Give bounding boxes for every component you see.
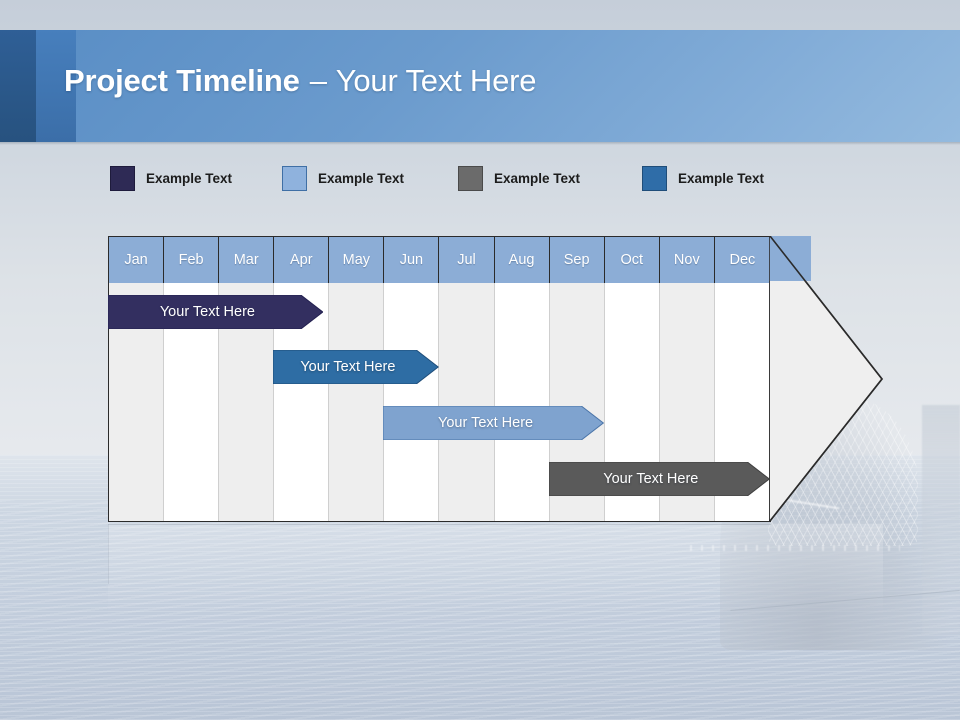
timeline-bar-shape-2 — [273, 350, 439, 384]
month-header-aug[interactable]: Aug — [494, 237, 550, 283]
legend-label-4: Example Text — [678, 171, 765, 186]
month-header-dec[interactable]: Dec — [714, 237, 770, 283]
month-header-mar[interactable]: Mar — [219, 237, 275, 283]
timeline-bar-shape-4 — [548, 462, 769, 496]
background-tower — [922, 405, 960, 635]
header-drop-shadow — [0, 142, 960, 145]
month-header-jan[interactable]: Jan — [109, 237, 165, 283]
month-header-oct[interactable]: Oct — [604, 237, 660, 283]
timeline-bar-shape-3 — [383, 406, 604, 440]
legend-swatch-2 — [282, 166, 307, 191]
timeline-bar-label-1: Your Text Here — [159, 304, 255, 320]
header-banner — [76, 30, 960, 142]
header-accent-stripe-dark — [0, 30, 36, 142]
timeline-bar-4[interactable]: Your Text Here — [548, 462, 769, 496]
month-header-jul[interactable]: Jul — [439, 237, 495, 283]
legend-swatch-3 — [458, 166, 483, 191]
page-title-dash: – — [309, 63, 327, 98]
timeline-bar-1[interactable]: Your Text Here — [108, 295, 323, 329]
timeline-bar-shape-1 — [108, 295, 323, 329]
page-title-bold: Project Timeline — [64, 63, 300, 98]
page-title: Project Timeline – Your Text Here — [64, 58, 536, 104]
legend-swatch-4 — [642, 166, 667, 191]
legend-label-3: Example Text — [494, 171, 581, 186]
page-title-rest: Your Text Here — [335, 63, 537, 98]
month-header-may[interactable]: May — [329, 237, 385, 283]
legend-label-2: Example Text — [318, 171, 405, 186]
slide-header — [0, 30, 960, 142]
legend-item-4[interactable]: Example Text — [642, 166, 764, 191]
timeline-bar-label-4: Your Text Here — [603, 471, 699, 487]
timeline-arrow-head — [769, 236, 883, 522]
timeline-column-jul — [439, 237, 495, 521]
legend-item-1[interactable]: Example Text — [110, 166, 232, 191]
legend-item-3[interactable]: Example Text — [458, 166, 580, 191]
legend-item-2[interactable]: Example Text — [282, 166, 404, 191]
legend-swatch-1 — [110, 166, 135, 191]
month-header-nov[interactable]: Nov — [659, 237, 715, 283]
timeline-column-feb — [164, 237, 220, 521]
month-header-feb[interactable]: Feb — [164, 237, 220, 283]
timeline-column-jan — [109, 237, 165, 521]
timeline-bar-label-2: Your Text Here — [300, 359, 396, 375]
month-header-sep[interactable]: Sep — [549, 237, 605, 283]
background-shore-lights — [690, 545, 900, 551]
header-accent-stripe-medium — [36, 30, 76, 142]
timeline-bar-label-3: Your Text Here — [438, 415, 534, 431]
month-header-apr[interactable]: Apr — [274, 237, 330, 283]
timeline-bar-3[interactable]: Your Text Here — [383, 406, 604, 440]
legend: Example Text Example Text Example Text Exam… — [110, 166, 830, 196]
timeline-bar-2[interactable]: Your Text Here — [273, 350, 439, 384]
legend-label-1: Example Text — [146, 171, 233, 186]
timeline-column-aug — [494, 237, 550, 521]
month-header-jun[interactable]: Jun — [384, 237, 440, 283]
